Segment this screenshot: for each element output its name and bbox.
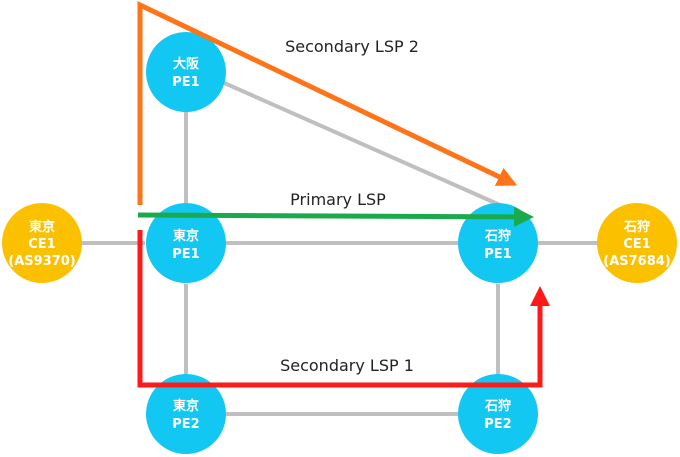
secondary-lsp-1-path (137, 230, 550, 388)
node-label-line2: PE1 (484, 247, 511, 262)
secondary-lsp-2-label: Secondary LSP 2 (285, 37, 419, 56)
ce-node-tokyo-ce1: 東京 CE1 (AS9370) (2, 203, 82, 283)
node-label-line1: 石狩 (484, 398, 511, 414)
node-label-line2: PE1 (172, 247, 199, 262)
node-label-line2: PE2 (172, 417, 199, 432)
node-circle (458, 374, 538, 454)
node-label-line1: 大阪 (173, 56, 200, 72)
node-label-line2: CE1 (28, 237, 55, 252)
primary-lsp-label: Primary LSP (290, 190, 386, 209)
node-label-line2: CE1 (623, 237, 650, 252)
node-label-line1: 東京 (29, 219, 55, 235)
node-label-line1: 東京 (173, 228, 199, 244)
node-label-line1: 石狩 (484, 228, 511, 244)
links (80, 80, 600, 416)
node-label-line3: (AS7684) (603, 254, 671, 269)
node-circle (146, 32, 226, 112)
node-circle (2, 203, 82, 283)
pe-node-tokyo-pe1: 東京 PE1 (146, 203, 226, 283)
secondary-lsp-2-path (137, 1, 518, 205)
node-circle (597, 203, 677, 283)
node-label-line1: 東京 (173, 398, 199, 414)
node-label-line3: (AS9370) (8, 254, 76, 269)
secondary-lsp-1-label: Secondary LSP 1 (280, 356, 414, 375)
node-circle (146, 203, 226, 283)
pe-node-osaka-pe1: 大阪 PE1 (146, 32, 226, 112)
node-label-line2: PE1 (172, 75, 199, 90)
primary-lsp-path (137, 206, 534, 227)
node-circle (146, 374, 226, 454)
link-osaka-pe1-ishikari-pe1 (221, 80, 501, 207)
node-label-line2: PE2 (484, 417, 511, 432)
pe-node-ishikari-pe2: 石狩 PE2 (458, 374, 538, 454)
node-label-line1: 石狩 (623, 219, 650, 235)
ce-node-ishikari-ce1: 石狩 CE1 (AS7684) (597, 203, 677, 283)
pe-node-tokyo-pe2: 東京 PE2 (146, 374, 226, 454)
